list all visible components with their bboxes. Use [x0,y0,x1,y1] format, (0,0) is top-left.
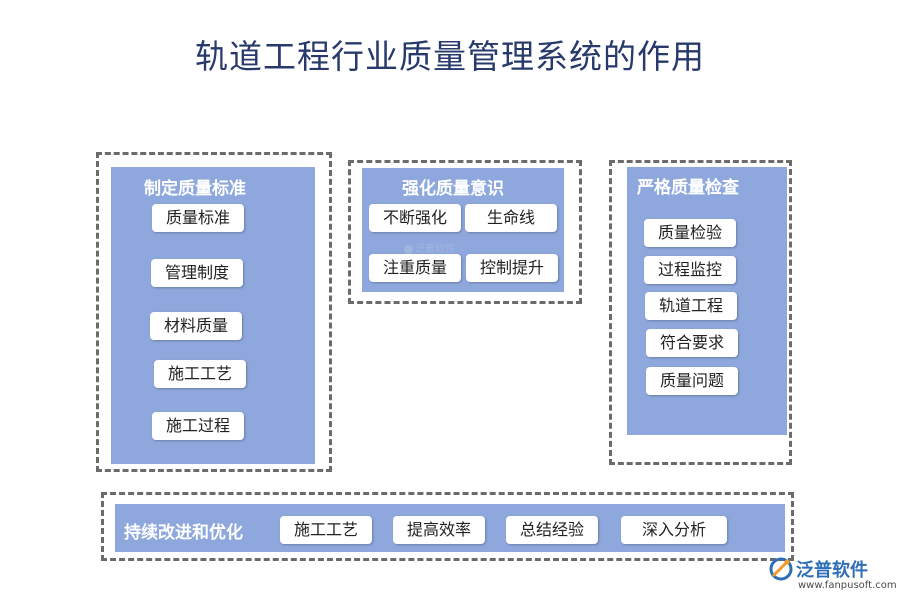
standards-item: 材料质量 [150,312,242,340]
standards-group-frame [96,152,332,472]
improvement-panel: 持续改进和优化 施工工艺 提高效率 总结经验 深入分析 [115,504,785,552]
inspection-panel-title: 严格质量检查 [637,178,739,198]
inspection-panel: 严格质量检查 质量检验 过程监控 轨道工程 符合要求 质量问题 [627,167,787,435]
inspection-group-frame [609,160,792,465]
watermark-text: 泛普软件 [415,244,455,255]
awareness-panel: 强化质量意识 不断强化 生命线 注重质量 控制提升 [362,168,564,292]
improvement-item: 施工工艺 [280,516,372,544]
awareness-item: 注重质量 [369,254,461,282]
awareness-item: 不断强化 [369,204,461,232]
improvement-item: 深入分析 [621,516,727,544]
improvement-group-frame [101,492,794,561]
standards-item: 管理制度 [151,259,243,287]
standards-item: 施工工艺 [154,360,246,388]
improvement-panel-title: 持续改进和优化 [124,523,243,543]
improvement-item: 总结经验 [506,516,598,544]
standards-item: 施工过程 [152,412,244,440]
improvement-item: 提高效率 [393,516,485,544]
fanpu-logo-icon [404,244,413,254]
brand-logo: 泛普软件 www.fanpusoft.com [768,556,897,596]
inspection-item: 过程监控 [644,256,736,284]
standards-item: 质量标准 [152,204,244,232]
awareness-group-frame [348,160,582,304]
inspection-item: 符合要求 [646,329,738,357]
logo-url: www.fanpusoft.com [798,580,897,591]
page-title: 轨道工程行业质量管理系统的作用 [195,37,705,76]
awareness-item: 控制提升 [466,254,558,282]
awareness-panel-title: 强化质量意识 [402,179,504,199]
inspection-item: 轨道工程 [645,292,737,320]
logo-name: 泛普软件 [796,560,868,581]
fanpu-logo-icon [769,557,793,581]
inspection-item: 质量问题 [646,367,738,395]
inspection-item: 质量检验 [644,219,736,247]
standards-panel-title: 制定质量标准 [144,179,246,199]
standards-panel: 制定质量标准 质量标准 管理制度 材料质量 施工工艺 施工过程 [111,167,315,464]
awareness-item: 生命线 [465,204,557,232]
watermark: 泛普软件 [404,240,455,255]
